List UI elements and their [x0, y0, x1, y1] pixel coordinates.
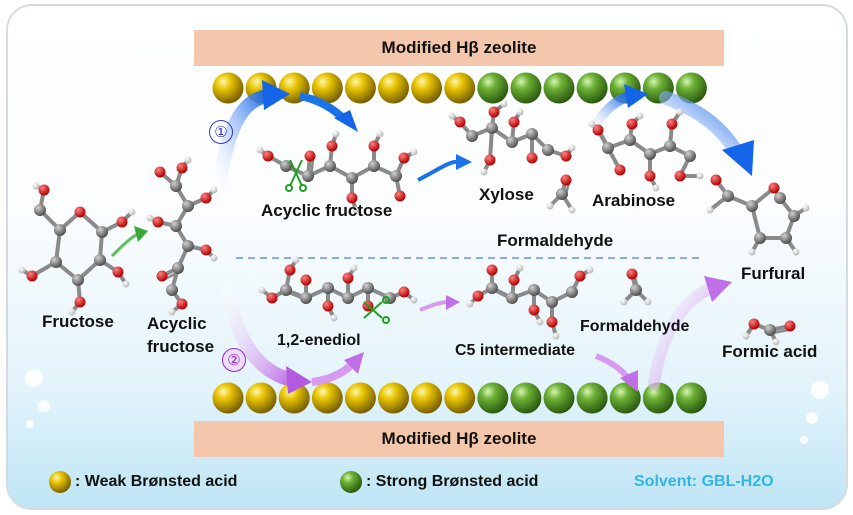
furfural-label: Furfural — [741, 264, 806, 283]
acyclic-fructose-left-label: Acyclic fructose — [147, 314, 215, 356]
pathway1-arrow-up — [211, 89, 275, 195]
fructose-label: Fructose — [42, 312, 114, 331]
weak-acid-site — [411, 382, 443, 414]
strong-acid-legend-ball — [340, 471, 362, 493]
strong-acid-site — [675, 382, 707, 414]
zeolite-bottom-label: Modified Hβ zeolite — [381, 429, 537, 448]
enediol-molecule — [258, 256, 418, 322]
ring-opening-arrowhead — [134, 226, 148, 242]
strong-acid-site — [543, 382, 575, 414]
strong-acid-site — [477, 382, 509, 414]
weak-acid-site — [311, 72, 343, 104]
pathway1-number: ① — [209, 120, 233, 144]
weak-acid-site — [344, 382, 376, 414]
arabinose-label: Arabinose — [592, 191, 676, 210]
pathway1-arrowhead-down — [334, 110, 358, 132]
acyclic-fructose-vertical-molecule — [146, 156, 218, 316]
weak-acid-site — [344, 72, 376, 104]
formic-acid-molecule — [742, 318, 796, 346]
pathway2-arrow-down — [221, 283, 299, 387]
strong-acid-site — [510, 382, 542, 414]
strong-acid-legend-label: : Strong Brønsted acid — [366, 473, 539, 490]
weak-acid-site — [311, 382, 343, 414]
pathway2-number: ② — [222, 348, 246, 372]
weak-acid-site — [444, 72, 476, 104]
pathway1-arrowhead-mid — [456, 154, 472, 170]
pathway1-arrow-mid — [417, 159, 461, 182]
pathway1-arrowhead-up — [262, 80, 290, 110]
strong-acid-site — [642, 382, 674, 414]
top-acid-sites — [212, 72, 707, 104]
xylose-molecule — [448, 100, 576, 176]
zeolite-bottom-plate: Modified Hβ zeolite — [194, 421, 724, 457]
zeolite-top-label: Modified Hβ zeolite — [381, 38, 537, 57]
strong-acid-site — [543, 72, 575, 104]
molecules — [18, 100, 810, 346]
pathway2-arrow-mid — [419, 300, 449, 312]
scissors-icon — [285, 159, 307, 192]
weak-acid-site — [278, 382, 310, 414]
weak-acid-site — [212, 382, 244, 414]
arabinose-arrowhead-up — [624, 84, 648, 108]
pathway2-arrow-up — [311, 361, 356, 386]
weak-acid-site — [411, 72, 443, 104]
formaldehyde-bottom-label: Formaldehyde — [580, 318, 690, 335]
weak-acid-legend-label: : Weak Brønsted acid — [75, 473, 238, 490]
enediol-label: 1,2-enediol — [277, 332, 361, 349]
weak-acid-site — [212, 72, 244, 104]
strong-acid-site — [510, 72, 542, 104]
strong-acid-site — [675, 72, 707, 104]
scissors-icon — [363, 296, 390, 324]
strong-acid-site — [576, 72, 608, 104]
arabinose-molecule — [588, 108, 704, 192]
xylose-label: Xylose — [479, 185, 534, 204]
formaldehyde-bottom-molecule — [620, 268, 652, 306]
ring-opening-arrow — [110, 232, 139, 258]
bottom-acid-sites — [212, 382, 707, 414]
formic-acid-label: Formic acid — [722, 342, 818, 361]
c5-arrowhead-down — [620, 370, 638, 392]
acyclic-fructose-top-label: Acyclic fructose — [261, 201, 393, 220]
furfural-molecule — [706, 174, 810, 256]
strong-acid-site — [576, 382, 608, 414]
furfural-arrowhead — [722, 140, 754, 176]
pathway2-arrowhead-mid — [446, 295, 460, 310]
pathway2-arrowhead-down — [286, 366, 312, 394]
weak-acid-site — [444, 382, 476, 414]
fructose-molecule — [18, 182, 136, 316]
c5-intermediate-label: C5 intermediate — [455, 342, 576, 359]
formaldehyde-top-label: Formaldehyde — [497, 231, 614, 250]
solvent-label: Solvent: GBL-H2O — [634, 473, 774, 490]
bubbles-decoration — [25, 369, 829, 444]
weak-acid-legend-ball — [49, 471, 71, 493]
weak-acid-site — [378, 382, 409, 414]
weak-acid-site — [245, 382, 277, 414]
c5-intermediate-molecule — [466, 264, 594, 340]
weak-acid-site — [378, 72, 409, 104]
zeolite-top-plate: Modified Hβ zeolite — [194, 30, 724, 66]
strong-acid-site — [609, 382, 641, 414]
acyclic-fructose-horizontal-molecule — [256, 130, 418, 214]
furfural-arrow-2 — [648, 282, 718, 390]
formaldehyde-top-molecule — [546, 174, 576, 214]
furfural-arrowhead-2 — [704, 276, 732, 302]
pathway2-arrowhead-up — [344, 352, 364, 374]
strong-acid-site — [477, 72, 509, 104]
